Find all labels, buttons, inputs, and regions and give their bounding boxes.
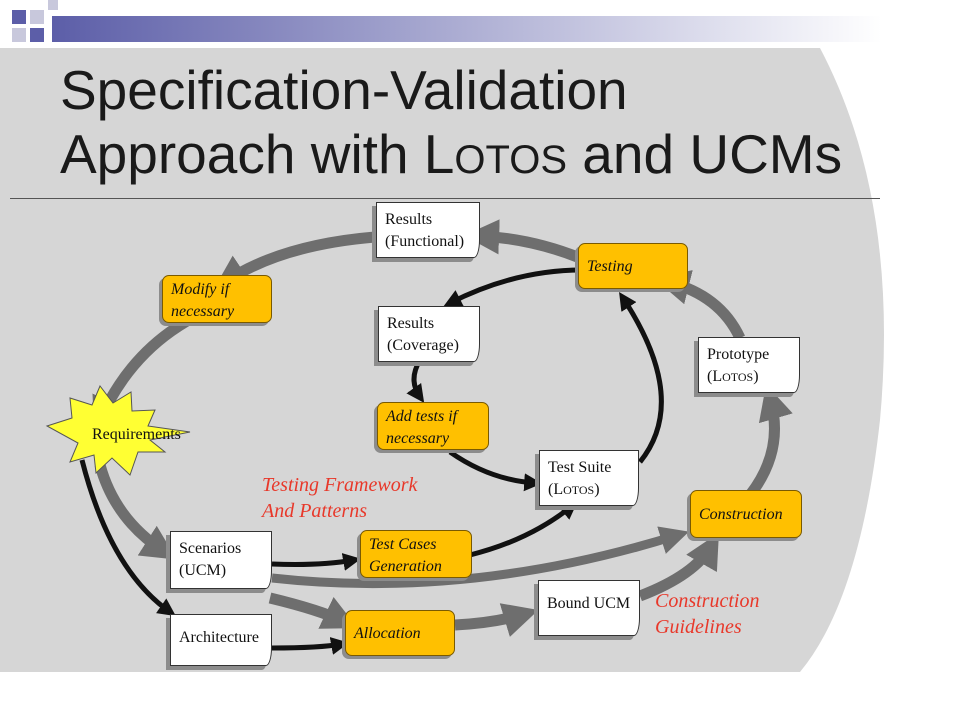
bound-ucm-node: Bound UCM: [538, 580, 640, 636]
scenarios-node: Scenarios (UCM): [170, 531, 272, 589]
results-coverage-node: Results (Coverage): [378, 306, 480, 362]
starburst-shape-icon: [45, 385, 191, 476]
requirements-label: Requirements: [92, 426, 181, 443]
add-tests-node: Add tests if necessary: [377, 402, 489, 450]
slide-corner-squares-icon: [12, 0, 58, 42]
architecture-node: Architecture: [170, 614, 272, 666]
top-accent-bar: [52, 16, 882, 42]
page-title: Specification-Validation Approach with L…: [60, 58, 842, 192]
construction-guidelines-annotation: Construction Guidelines: [655, 590, 760, 638]
test-suite-node: Test Suite (LOTOS): [539, 450, 639, 506]
title-line-1: Specification-Validation: [60, 59, 628, 121]
title-line-2: Approach with LOTOS and UCMs: [60, 123, 843, 185]
construction-node: Construction: [690, 490, 802, 538]
title-divider: [10, 198, 880, 199]
prototype-node: Prototype (LOTOS): [698, 337, 800, 393]
testing-framework-annotation: Testing Framework And Patterns: [262, 474, 418, 522]
allocation-node: Allocation: [345, 610, 455, 656]
modify-node: Modify if necessary: [162, 275, 272, 323]
test-cases-node: Test Cases Generation: [360, 530, 472, 578]
results-functional-node: Results (Functional): [376, 202, 480, 258]
testing-node: Testing: [578, 243, 688, 289]
